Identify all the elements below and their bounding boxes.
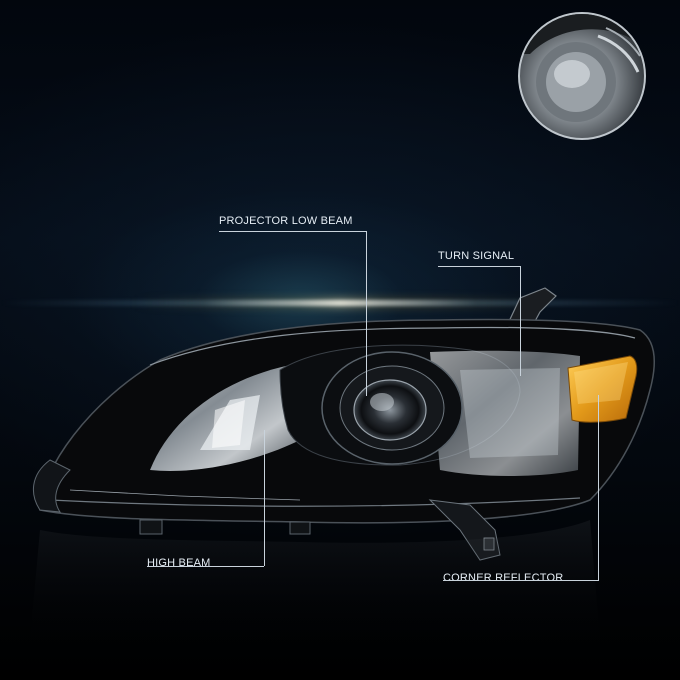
leader-turn-signal-v [520,266,521,376]
projector-lens-closeup [518,12,646,140]
label-turn-signal: TURN SIGNAL [438,250,515,262]
leader-corner-reflector-h [443,580,598,581]
leader-turn-signal-h [438,266,520,267]
leader-corner-reflector-v [598,395,599,581]
leader-high-beam-h [147,566,264,567]
label-projector-low-beam: PROJECTOR LOW BEAM [219,215,353,227]
lens-flare [0,300,680,306]
lens-flare-glow [130,297,550,309]
leader-projector-low-beam-v [366,231,367,396]
label-high-beam: HIGH BEAM [147,557,211,569]
leader-high-beam-v [264,430,265,566]
lens-closeup-art [520,14,641,122]
leader-projector-low-beam-h [219,231,366,232]
label-corner-reflector: CORNER REFLECTOR [443,572,564,584]
